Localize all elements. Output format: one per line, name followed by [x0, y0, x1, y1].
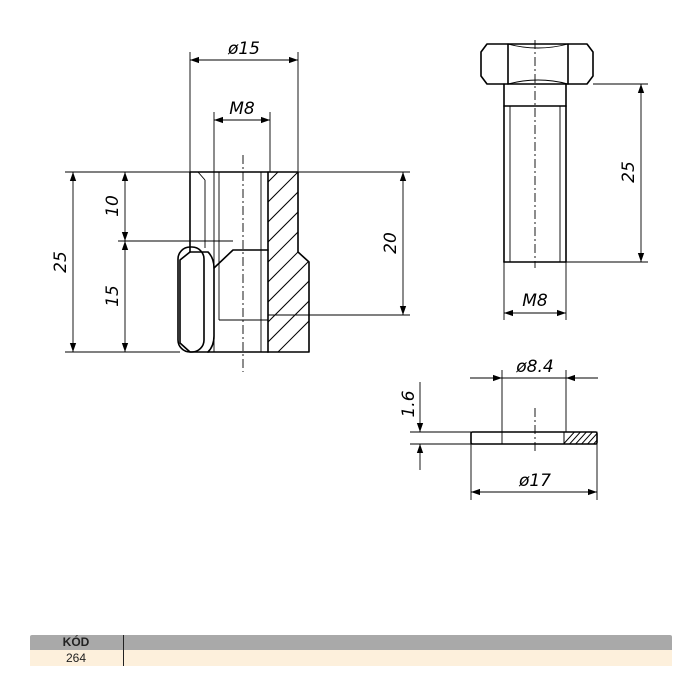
bolt-length-label: 25	[619, 161, 639, 183]
nut-dimensions: ø15 M8 25 10 15 20	[51, 39, 410, 353]
washer-hatching	[564, 432, 597, 444]
nut-lower-height-label: 15	[103, 285, 123, 307]
code-table: KÓD 264	[30, 635, 672, 671]
washer-dimensions: ø8.4 1.6 ø17	[399, 357, 598, 500]
nut-thread-label: M8	[229, 99, 255, 119]
nut-hatching	[268, 172, 309, 352]
bolt-dimensions: 25 M8	[503, 83, 648, 320]
hex-nut-section	[177, 155, 310, 372]
nut-total-height-label: 25	[51, 251, 71, 273]
code-header: KÓD	[62, 635, 90, 649]
table-header-row: KÓD	[30, 635, 672, 650]
hex-bolt	[480, 40, 594, 268]
table-value-row: 264	[30, 650, 672, 666]
column-divider	[123, 635, 124, 666]
code-value: 264	[65, 651, 87, 665]
nut-diameter-label: ø15	[227, 39, 260, 59]
washer-section	[470, 408, 598, 452]
nut-upper-height-label: 10	[103, 195, 123, 217]
nut-thread-depth-label: 20	[381, 232, 401, 254]
technical-drawing: ø15 M8 25 10 15 20	[51, 39, 648, 500]
washer-thickness-label: 1.6	[399, 390, 419, 417]
washer-outer-diameter-label: ø17	[518, 471, 551, 491]
washer-inner-diameter-label: ø8.4	[515, 357, 553, 377]
bolt-thread-label: M8	[522, 291, 548, 311]
